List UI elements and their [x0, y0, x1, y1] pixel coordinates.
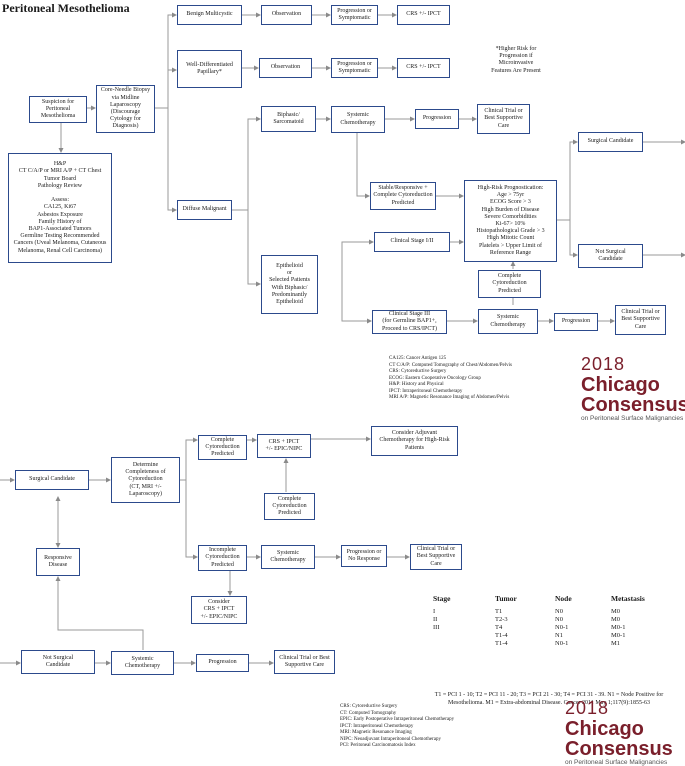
staging-cell: II — [433, 615, 438, 623]
staging-cell: I — [433, 607, 436, 615]
staging-header-row: Stage Tumor Node Metastasis — [433, 594, 671, 607]
chicago-consensus-logo-bottom: 2018 Chicago Consensus on Peritoneal Sur… — [565, 698, 673, 766]
systemic-chemo-node-2: Systemic Chemotherapy — [478, 309, 538, 334]
progression-symptomatic-node-1: Progression or Symptomatic — [331, 5, 378, 25]
observation-node-2: Observation — [259, 58, 312, 78]
staging-row: I T1 N0 M0 — [433, 607, 671, 615]
consider-adjuvant-node: Consider Adjuvant Chemotherapy for High-… — [371, 426, 458, 456]
systemic-chemo-node-1: Systemic Chemotherapy — [331, 106, 385, 133]
determine-completeness-node: Determine Completeness of Cytoreduction … — [111, 457, 180, 503]
staging-cell: M1 — [611, 639, 621, 647]
not-surgical-candidate-node-2: Not Surgical Candidate — [21, 650, 95, 674]
page-title: Peritoneal Mesothelioma — [2, 1, 130, 15]
high-risk-node: High-Risk Prognostication: Age > 75yr EC… — [464, 180, 557, 262]
abbreviations-bottom: CRS: Cytoreductive Surgery CT: Computed … — [340, 704, 455, 748]
staging-row: T1-4 N1 M0-1 — [433, 631, 671, 639]
progression-node-1: Progression — [415, 109, 459, 129]
systemic-chemo-node-4: Systemic Chemotherapy — [111, 651, 174, 675]
crs-ipct-epic-node: CRS + IPCT +/- EPIC/NIPC — [257, 434, 311, 458]
staging-row: III T4 N0-1 M0-1 — [433, 623, 671, 631]
microinvasive-note: *Higher Risk for Progression if Microinv… — [491, 46, 541, 74]
abbreviations-top: CA125: Cancer Antigen 125 CT C/A/P: Comp… — [389, 356, 512, 400]
chicago-consensus-logo-top: 2018 Chicago Consensus on Peritoneal Sur… — [581, 354, 685, 422]
clinical-trial-node-4: Clinical Trial or Best Supportive Care — [274, 650, 335, 674]
staging-note: T1 = PCI 1 - 10; T2 = PCI 11 - 20; T3 = … — [434, 692, 664, 706]
progression-node-2: Progression — [554, 313, 598, 331]
staging-cell: T1-4 — [495, 639, 508, 647]
incomplete-cytoreduction-node: Incomplete Cytoreduction Predicted — [198, 545, 247, 571]
clinical-trial-node-3: Clinical Trial or Best Supportive Care — [410, 544, 462, 570]
staging-header: Node — [555, 594, 572, 603]
staging-cell: III — [433, 623, 440, 631]
benign-multicystic-node: Benign Multicystic — [177, 5, 242, 25]
progression-node-3: Progression — [196, 654, 249, 672]
diffuse-malignant-node: Diffuse Malignant — [177, 200, 232, 220]
well-differentiated-node: Well-Differentiated Papillary* — [177, 50, 242, 88]
complete-cytoreduction-node-3: Complete Cytoreduction Predicted — [264, 493, 315, 520]
crs-ipct-node-2: CRS +/- IPCT — [397, 58, 450, 78]
surgical-candidate-node-2: Surgical Candidate — [15, 470, 89, 490]
staging-row: T1-4 N0-1 M1 — [433, 639, 671, 647]
crs-ipct-node-1: CRS +/- IPCT — [397, 5, 450, 25]
progression-no-response-node: Progression or No Response — [341, 545, 387, 567]
staging-cell — [433, 631, 495, 639]
staging-cell: N0 — [555, 607, 563, 615]
surgical-candidate-node-1: Surgical Candidate — [578, 132, 643, 152]
staging-header: Stage — [433, 594, 451, 603]
staging-cell: T4 — [495, 623, 503, 631]
biphasic-sarcomatoid-node: Biphasic/ Sarcomatoid — [261, 106, 316, 132]
responsive-disease-node: Responsive Disease — [36, 548, 80, 576]
staging-cell: N0 — [555, 615, 563, 623]
staging-cell: M0 — [611, 615, 621, 623]
staging-row: II T2-3 N0 M0 — [433, 615, 671, 623]
staging-cell: M0 — [611, 607, 621, 615]
stable-responsive-node: Stable/Responsive + Complete Cytoreducti… — [370, 182, 436, 210]
staging-cell: T1 — [495, 607, 503, 615]
complete-cytoreduction-node-2: Complete Cytoreduction Predicted — [198, 435, 247, 460]
staging-cell: T1-4 — [495, 631, 508, 639]
staging-header: Metastasis — [611, 594, 645, 603]
clinical-stage-1-2-node: Clinical Stage I/II — [374, 232, 450, 252]
staging-cell: T2-3 — [495, 615, 508, 623]
clinical-trial-node-1: Clinical Trial or Best Supportive Care — [477, 104, 530, 134]
staging-header: Tumor — [495, 594, 517, 603]
clinical-stage-3-node: Clinical Stage III (for Germline BAP1+, … — [372, 310, 447, 334]
staging-cell: M0-1 — [611, 631, 626, 639]
systemic-chemo-node-3: Systemic Chemotherapy — [261, 545, 315, 569]
consider-crs-node: Consider CRS + IPCT +/- EPIC/NIPC — [191, 596, 247, 624]
clinical-trial-node-2: Clinical Trial or Best Supportive Care — [615, 305, 666, 335]
staging-table: Stage Tumor Node Metastasis I T1 N0 M0 I… — [433, 594, 671, 647]
progression-symptomatic-node-2: Progression or Symptomatic — [331, 58, 378, 78]
staging-cell: N0-1 — [555, 639, 569, 647]
not-surgical-candidate-node-1: Not Surgical Candidate — [578, 244, 643, 268]
epithelioid-node: Epithelioid or Selected Patients With Bi… — [261, 255, 318, 314]
observation-node-1: Observation — [261, 5, 312, 25]
staging-cell — [433, 639, 495, 647]
complete-cytoreduction-node-1: Complete Cytoreduction Predicted — [478, 270, 541, 298]
staging-cell: N1 — [555, 631, 563, 639]
biopsy-node: Core-Needle Biopsy via Midline Laparosco… — [96, 85, 155, 133]
suspicion-node: Suspicion for Peritoneal Mesothelioma — [29, 96, 87, 123]
staging-cell: M0-1 — [611, 623, 626, 631]
staging-cell: N0-1 — [555, 623, 569, 631]
hp-assessment-node: H&P CT C/A/P or MRI A/P + CT Chest Tumor… — [8, 153, 112, 263]
